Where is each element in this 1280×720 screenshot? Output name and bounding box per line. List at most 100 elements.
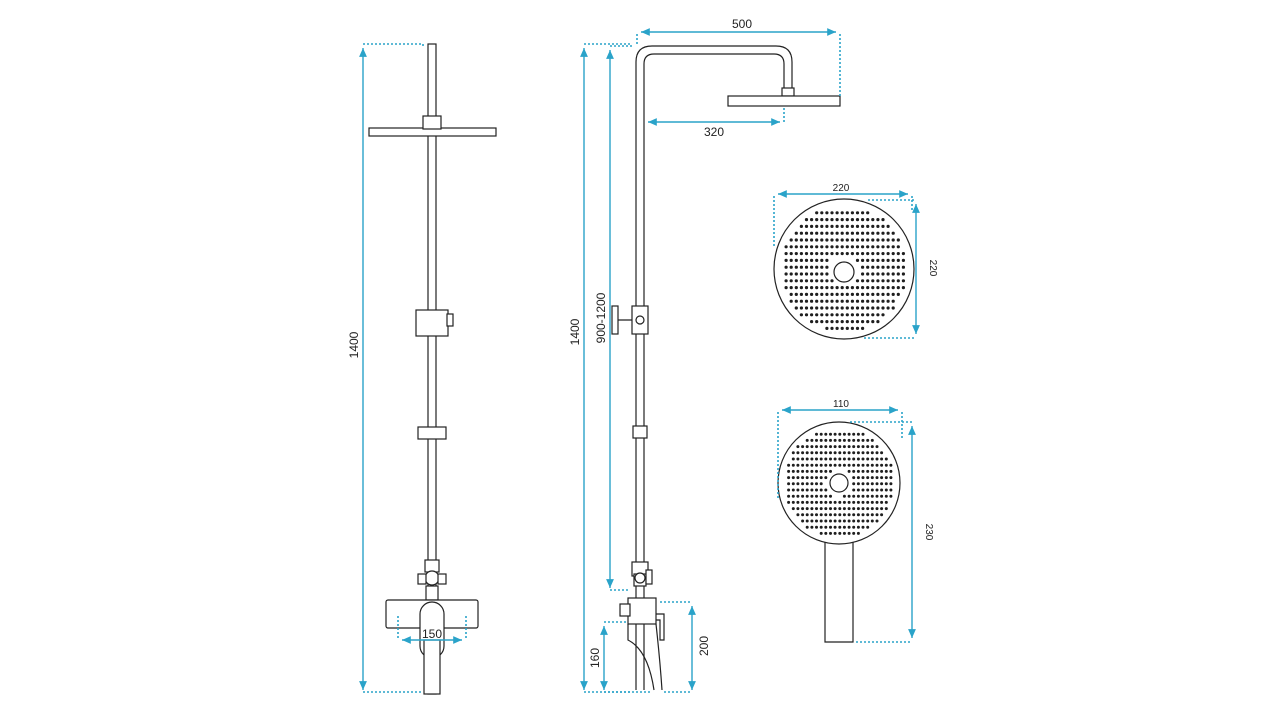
nozzle-hole (815, 525, 818, 529)
nozzle-hole (835, 245, 839, 249)
side-adjustable-height-label: 900-1200 (594, 292, 608, 343)
nozzle-hole (896, 272, 900, 276)
nozzle-hole (835, 320, 839, 324)
nozzle-hole (815, 211, 819, 215)
nozzle-hole (881, 279, 885, 283)
nozzle-hole (866, 238, 870, 242)
nozzle-hole (804, 272, 809, 276)
nozzle-hole (847, 438, 851, 442)
nozzle-hole (861, 507, 865, 511)
nozzle-hole (886, 231, 890, 235)
nozzle-hole (819, 507, 823, 511)
nozzle-hole (830, 224, 834, 228)
nozzle-hole (794, 306, 798, 310)
nozzle-hole (838, 531, 842, 535)
nozzle-hole (830, 320, 834, 324)
nozzle-hole (876, 272, 880, 276)
nozzle-hole (901, 286, 906, 290)
nozzle-hole (891, 299, 895, 303)
nozzle-hole (810, 252, 814, 256)
nozzle-hole (815, 306, 819, 310)
nozzle-hole (876, 238, 880, 242)
nozzle-hole (830, 238, 834, 242)
nozzle-hole (884, 482, 888, 486)
front-height-label: 1400 (347, 331, 361, 358)
nozzle-hole (850, 313, 855, 317)
nozzle-hole (861, 265, 865, 269)
nozzle-hole (871, 306, 875, 310)
nozzle-hole (884, 476, 888, 480)
nozzle-hole (855, 286, 860, 290)
nozzle-hole (866, 519, 870, 523)
nozzle-hole (833, 531, 837, 535)
nozzle-hole (833, 463, 837, 467)
nozzle-hole (866, 306, 870, 310)
nozzle-hole (840, 211, 844, 215)
nozzle-hole (852, 457, 856, 461)
nozzle-hole (838, 525, 842, 529)
nozzle-hole (889, 463, 893, 467)
nozzle-hole (870, 463, 874, 467)
nozzle-hole (815, 286, 819, 290)
nozzle-hole (824, 500, 828, 504)
nozzle-hole (845, 231, 849, 235)
nozzle-hole (833, 451, 837, 455)
nozzle-hole (850, 299, 855, 303)
nozzle-hole (891, 306, 895, 310)
nozzle-hole (845, 218, 849, 222)
nozzle-hole (820, 299, 824, 303)
nozzle-hole (861, 432, 865, 436)
nozzle-hole (838, 507, 842, 511)
nozzle-hole (875, 482, 879, 486)
nozzle-hole (866, 488, 870, 492)
nozzle-hole (805, 494, 809, 498)
nozzle-hole (845, 299, 849, 303)
nozzle-hole (825, 211, 829, 215)
nozzle-hole (850, 211, 855, 215)
head-width-label: 220 (833, 183, 850, 194)
nozzle-hole (871, 286, 875, 290)
nozzle-hole (896, 245, 900, 249)
nozzle-hole (847, 519, 851, 523)
nozzle-hole (881, 265, 885, 269)
nozzle-hole (881, 238, 885, 242)
nozzle-hole (799, 252, 804, 256)
nozzle-hole (799, 286, 804, 290)
nozzle-hole (796, 500, 800, 504)
nozzle-hole (815, 500, 818, 504)
nozzle-hole (804, 292, 809, 296)
nozzle-hole (852, 432, 856, 436)
nozzle-hole (819, 519, 823, 523)
nozzle-hole (847, 494, 851, 498)
nozzle-hole (870, 507, 874, 511)
hand-shower-center-cap (829, 473, 849, 493)
nozzle-hole (845, 326, 849, 330)
nozzle-hole (784, 272, 788, 276)
nozzle-hole (815, 494, 818, 498)
nozzle-hole (845, 224, 849, 228)
nozzle-hole (901, 258, 906, 262)
nozzle-hole (801, 494, 805, 498)
nozzle-hole (881, 292, 885, 296)
nozzle-hole (820, 211, 824, 215)
nozzle-hole (819, 513, 823, 517)
nozzle-hole (866, 292, 870, 296)
nozzle-hole (835, 211, 839, 215)
nozzle-hole (794, 245, 798, 249)
nozzle-hole (819, 451, 823, 455)
nozzle-hole (799, 306, 804, 310)
nozzle-hole (881, 224, 885, 228)
nozzle-hole (799, 231, 804, 235)
nozzle-hole (861, 488, 865, 492)
nozzle-hole (805, 463, 809, 467)
front-sliding-holder (415, 309, 449, 337)
nozzle-hole (881, 306, 885, 310)
nozzle-hole (889, 494, 893, 498)
nozzle-hole (876, 224, 880, 228)
nozzle-hole (861, 258, 865, 262)
nozzle-hole (850, 218, 855, 222)
nozzle-hole (850, 252, 855, 256)
hand-width-label: 110 (833, 399, 849, 410)
nozzle-hole (830, 279, 834, 283)
nozzle-hole (852, 488, 856, 492)
